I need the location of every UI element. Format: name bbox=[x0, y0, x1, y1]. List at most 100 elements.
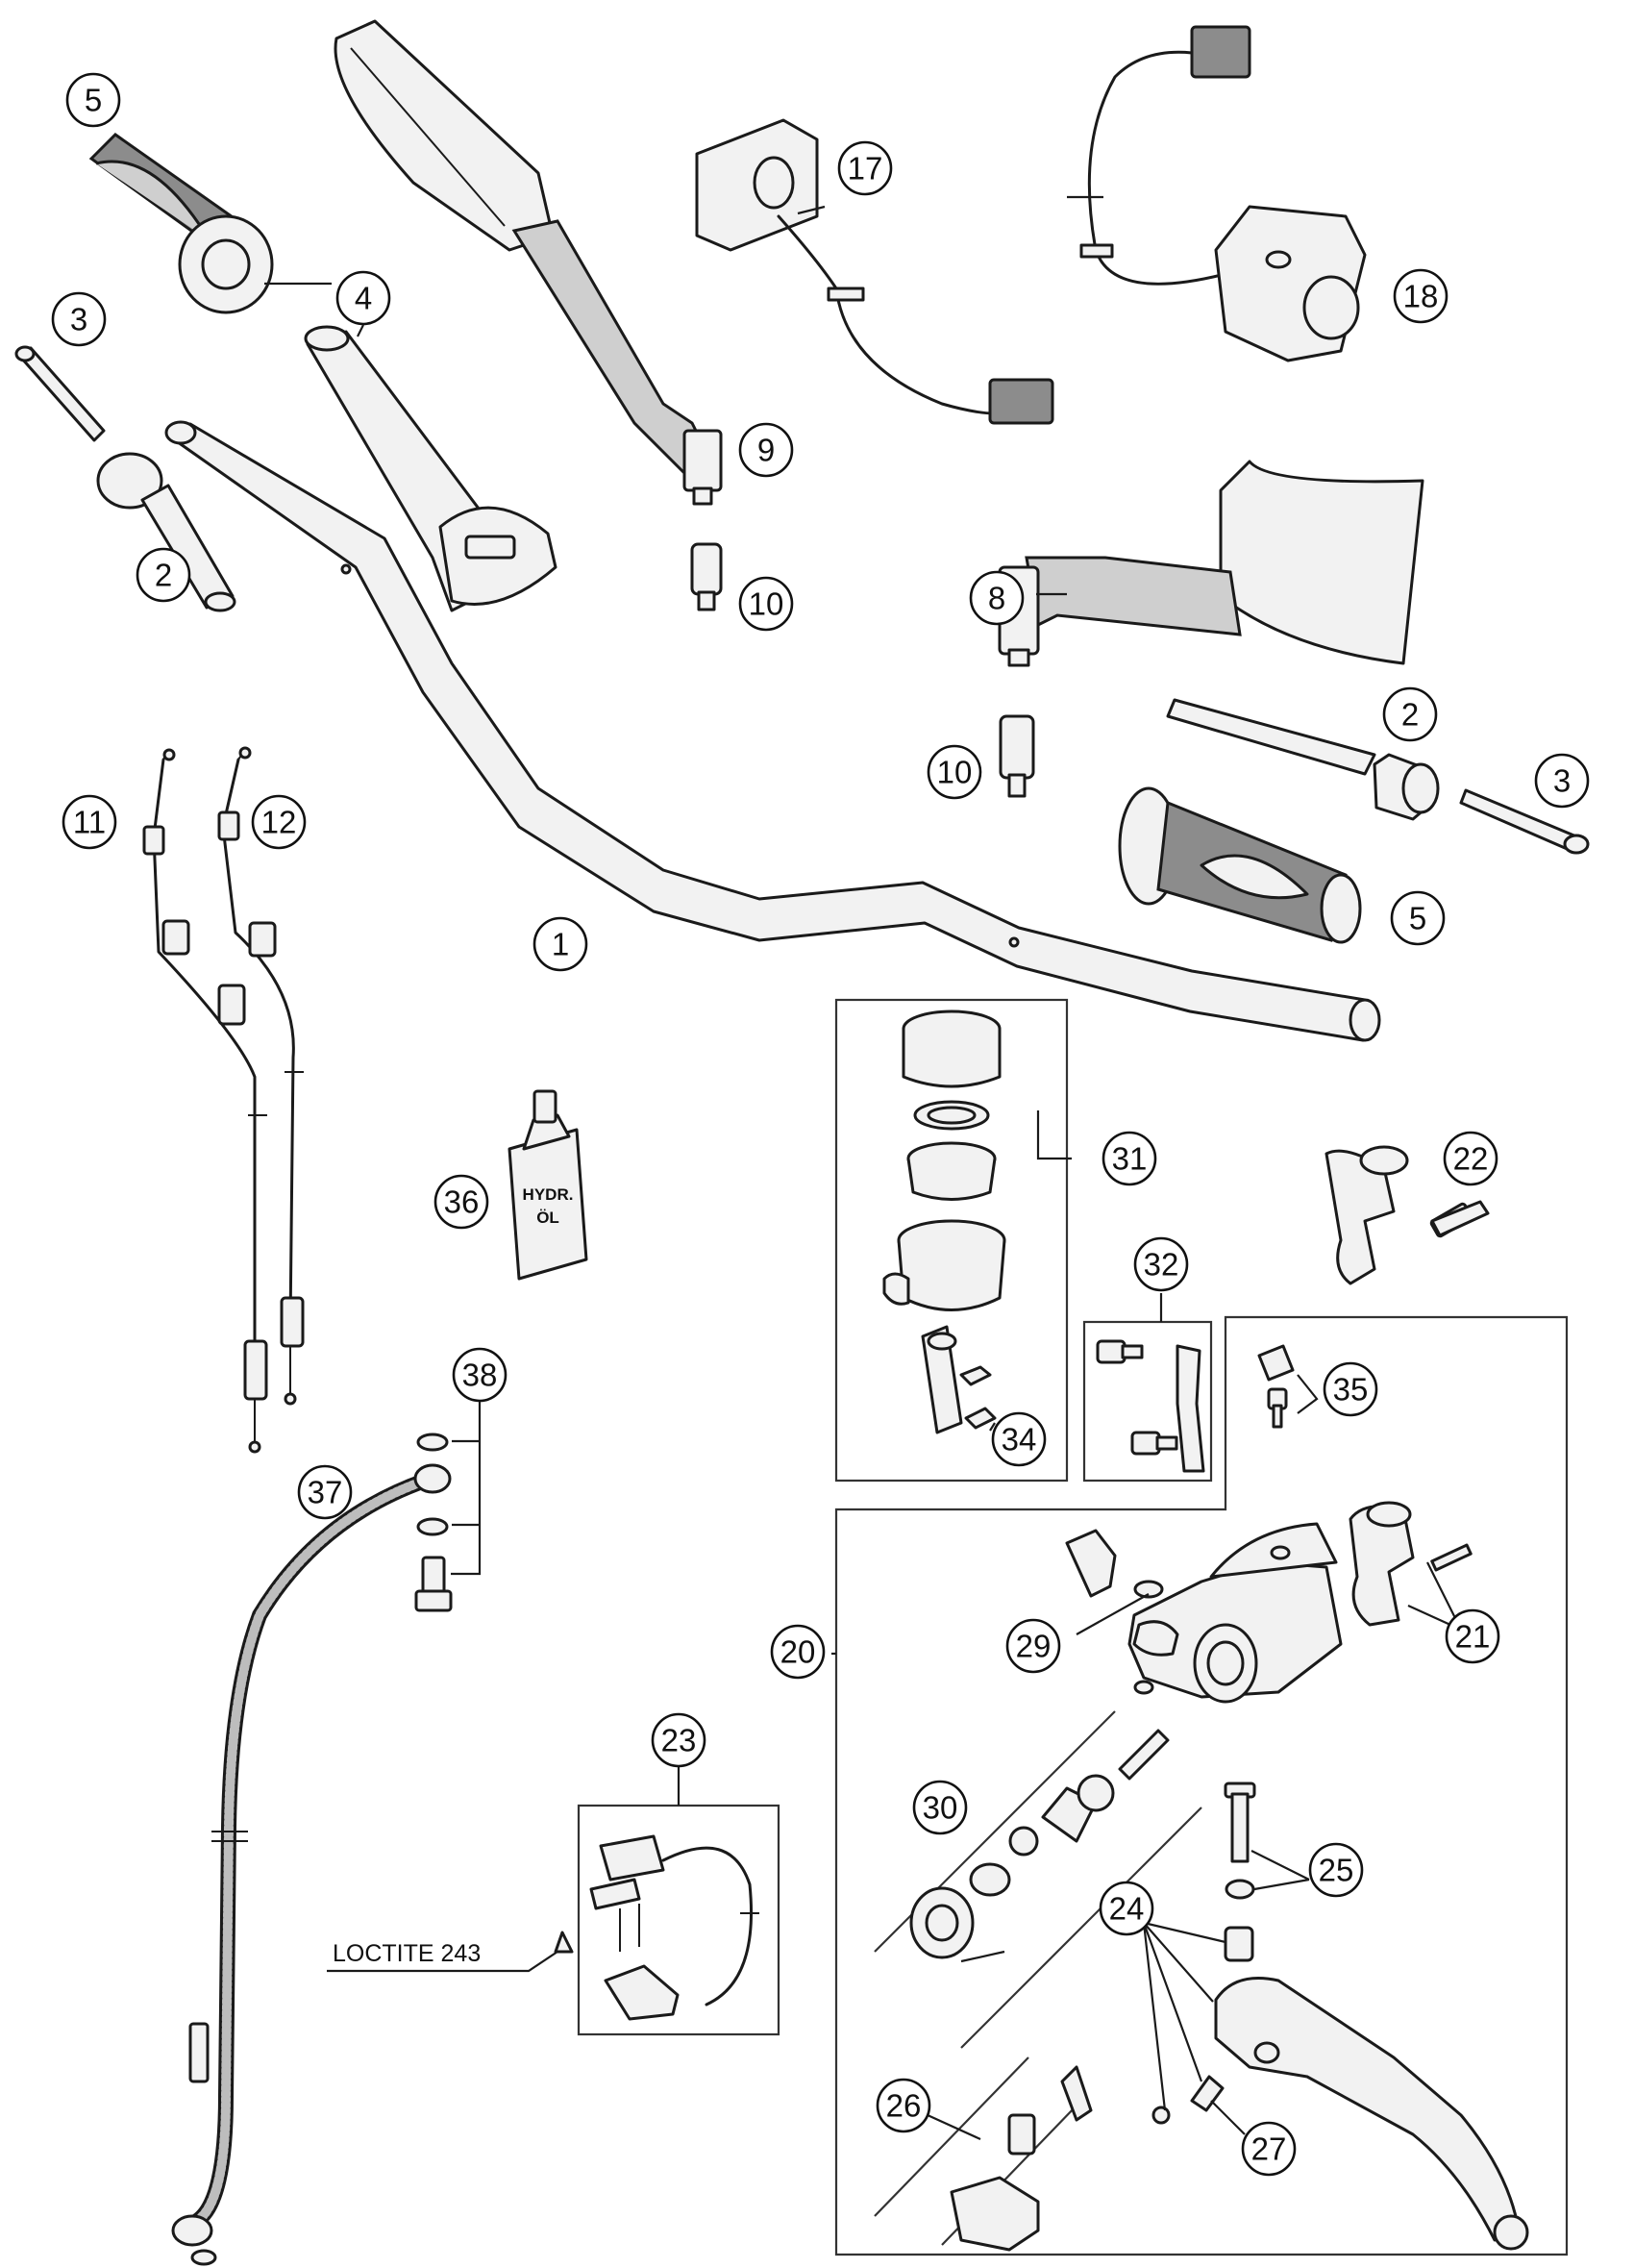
leader-lines bbox=[264, 195, 1462, 2141]
hydraulic-oil-bottle: HYDR. ÖL bbox=[508, 1089, 588, 1281]
svg-text:24: 24 bbox=[1109, 1891, 1145, 1927]
bleed-screw bbox=[1257, 1344, 1295, 1429]
handlebar bbox=[164, 420, 1381, 1042]
master-cylinder-frame bbox=[834, 1315, 1569, 2256]
callout-4: 4 bbox=[335, 270, 391, 326]
svg-text:30: 30 bbox=[923, 1790, 958, 1826]
svg-text:35: 35 bbox=[1333, 1372, 1369, 1408]
callout-24: 24 bbox=[1099, 1881, 1154, 1936]
brake-lever bbox=[1214, 1926, 1529, 2251]
grip-right bbox=[1118, 786, 1362, 944]
piston-kit bbox=[874, 1710, 1202, 2049]
fitting-29 bbox=[1065, 1529, 1164, 1599]
mirror-left bbox=[334, 19, 723, 506]
loctite-text: LOCTITE 243 bbox=[333, 1940, 481, 1967]
oil-bottle-line2: ÖL bbox=[536, 1209, 559, 1227]
svg-text:8: 8 bbox=[988, 581, 1005, 616]
callout-26: 26 bbox=[876, 2078, 931, 2133]
svg-text:31: 31 bbox=[1112, 1141, 1148, 1177]
callout-30: 30 bbox=[912, 1780, 968, 1835]
svg-text:11: 11 bbox=[73, 805, 106, 840]
throttle-cables bbox=[142, 746, 305, 1454]
callout-11: 11 bbox=[62, 794, 117, 850]
callout-18: 18 bbox=[1393, 268, 1448, 324]
svg-text:10: 10 bbox=[937, 755, 973, 790]
callout-3-left: 3 bbox=[51, 291, 107, 347]
svg-text:34: 34 bbox=[1002, 1422, 1037, 1458]
callout-22: 22 bbox=[1443, 1131, 1498, 1186]
svg-text:10: 10 bbox=[749, 586, 784, 622]
svg-text:26: 26 bbox=[886, 2088, 922, 2124]
callout-31: 31 bbox=[1102, 1131, 1157, 1186]
svg-text:23: 23 bbox=[661, 1723, 697, 1758]
svg-text:38: 38 bbox=[462, 1358, 498, 1393]
svg-text:18: 18 bbox=[1403, 279, 1439, 314]
callout-32: 32 bbox=[1133, 1236, 1189, 1292]
banjo-bolt-washers bbox=[414, 1433, 453, 1612]
switch-left bbox=[695, 118, 1054, 425]
svg-text:1: 1 bbox=[552, 927, 569, 962]
svg-text:21: 21 bbox=[1455, 1619, 1491, 1655]
lever-pivot-26 bbox=[874, 2056, 1093, 2252]
callout-5-right: 5 bbox=[1390, 890, 1446, 946]
mirror-adapter-right bbox=[999, 714, 1035, 798]
adjuster-27 bbox=[1151, 2075, 1225, 2125]
svg-text:12: 12 bbox=[261, 805, 297, 840]
clamp-21 bbox=[1349, 1501, 1473, 1627]
callout-20: 20 bbox=[770, 1624, 826, 1680]
callout-17: 17 bbox=[837, 140, 893, 196]
callout-23: 23 bbox=[651, 1712, 706, 1768]
svg-text:9: 9 bbox=[757, 433, 775, 468]
svg-text:25: 25 bbox=[1319, 1853, 1354, 1888]
bolt-left bbox=[14, 345, 106, 442]
callout-21: 21 bbox=[1445, 1608, 1500, 1664]
loctite-label: LOCTITE 243 bbox=[327, 1940, 558, 1973]
svg-text:22: 22 bbox=[1453, 1141, 1489, 1177]
svg-text:20: 20 bbox=[780, 1634, 816, 1670]
svg-text:3: 3 bbox=[70, 302, 87, 337]
throttle-tube bbox=[304, 325, 557, 612]
svg-text:2: 2 bbox=[155, 558, 172, 593]
callout-5-left: 5 bbox=[65, 72, 121, 128]
svg-text:4: 4 bbox=[355, 281, 372, 316]
grip-left bbox=[88, 133, 274, 314]
svg-text:32: 32 bbox=[1144, 1247, 1179, 1283]
svg-text:5: 5 bbox=[85, 83, 102, 118]
callout-36: 36 bbox=[433, 1174, 489, 1230]
bracket-assembly bbox=[1082, 1320, 1213, 1483]
reservoir-assembly bbox=[834, 998, 1069, 1483]
bolt-right bbox=[1459, 788, 1590, 855]
bar-end-weight-left bbox=[96, 452, 236, 612]
svg-text:2: 2 bbox=[1401, 697, 1419, 733]
callout-10-top: 10 bbox=[738, 576, 794, 632]
master-cylinder-body bbox=[1127, 1522, 1343, 1704]
clamp-22 bbox=[1325, 1145, 1490, 1285]
callouts: 5 4 3 2 9 10 17 18 8 10 2 3 5 11 12 1 31… bbox=[51, 72, 1590, 2177]
callout-3-right: 3 bbox=[1534, 753, 1590, 809]
callout-2-left: 2 bbox=[136, 547, 191, 603]
callout-37: 37 bbox=[297, 1464, 353, 1520]
callout-25: 25 bbox=[1308, 1842, 1364, 1898]
svg-text:37: 37 bbox=[308, 1475, 343, 1510]
mirror-adapter-top bbox=[690, 542, 723, 611]
svg-text:3: 3 bbox=[1553, 763, 1571, 799]
svg-text:36: 36 bbox=[444, 1184, 480, 1220]
callout-12: 12 bbox=[251, 794, 307, 850]
svg-text:17: 17 bbox=[848, 151, 883, 187]
callout-10-right: 10 bbox=[927, 744, 982, 800]
callout-38: 38 bbox=[452, 1347, 508, 1403]
callout-29: 29 bbox=[1005, 1618, 1061, 1674]
svg-text:29: 29 bbox=[1016, 1629, 1052, 1664]
callout-34: 34 bbox=[991, 1411, 1047, 1467]
switch-right bbox=[1079, 25, 1367, 362]
callout-8: 8 bbox=[969, 570, 1025, 626]
callout-35: 35 bbox=[1323, 1361, 1378, 1417]
callout-9: 9 bbox=[738, 422, 794, 478]
mirror-right bbox=[998, 460, 1424, 667]
oil-bottle-line1: HYDR. bbox=[523, 1185, 574, 1204]
bar-end-weight-right bbox=[1166, 698, 1440, 821]
svg-text:5: 5 bbox=[1409, 901, 1426, 936]
callout-1: 1 bbox=[532, 916, 588, 972]
brake-line bbox=[171, 1463, 452, 2266]
